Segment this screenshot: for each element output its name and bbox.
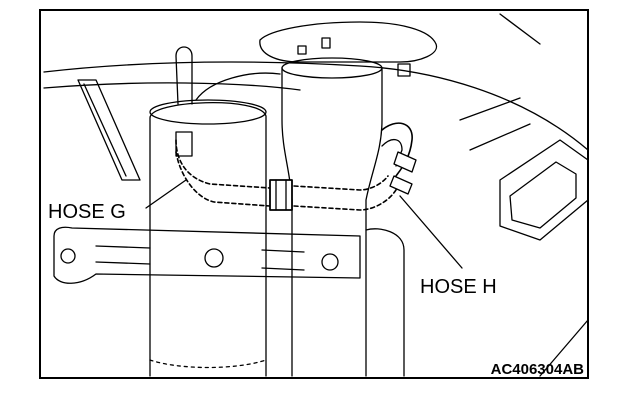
hose-coupling (269, 179, 293, 211)
reservoir-bolt-mid (321, 37, 331, 49)
hose-h-inner (381, 139, 403, 167)
strap-slot-left (95, 245, 151, 265)
hose-h-clamp (393, 151, 417, 173)
hose-h-clamp-lower (389, 175, 413, 195)
body-panel-upper-line (43, 61, 589, 151)
hose-g-lower (175, 151, 271, 207)
canister-rear-pipe (195, 72, 281, 101)
strap-hole-right (321, 253, 339, 271)
figure-frame (39, 9, 589, 379)
canister-top-pipe (175, 46, 193, 105)
reservoir-bolt-left (297, 45, 307, 55)
callout-hose-h: HOSE H (420, 276, 497, 298)
lower-right-diagonal (539, 319, 589, 377)
hose-g-clamp-top (175, 131, 193, 157)
leader-hose-g (145, 179, 187, 209)
leader-hose-h (399, 195, 463, 269)
canister-bottom-fade (149, 359, 267, 369)
reservoir-lower-skirt (365, 228, 405, 377)
hose-g-right-run (293, 175, 399, 211)
reservoir-body-right (365, 67, 383, 377)
canister-top (149, 99, 267, 125)
right-bracket-detail (459, 97, 531, 151)
illustration (43, 13, 589, 377)
body-bracket-left-inner (83, 83, 127, 177)
strap-hole-left (60, 248, 76, 264)
body-panel-diagonal (499, 13, 541, 45)
reservoir-top-plate (259, 21, 438, 63)
hose-coupling-band (275, 179, 287, 211)
strap-hole-center (204, 248, 224, 268)
figure-code: AC406304AB (491, 361, 585, 378)
strap-slot-right (261, 249, 305, 271)
callout-hose-g: HOSE G (48, 201, 126, 223)
mounting-strap (53, 226, 361, 284)
hose-h (381, 122, 413, 177)
right-bracket (499, 139, 589, 241)
reservoir-bolt-right (397, 63, 411, 77)
right-bracket-inner (509, 161, 577, 229)
body-bracket-left (77, 79, 141, 181)
